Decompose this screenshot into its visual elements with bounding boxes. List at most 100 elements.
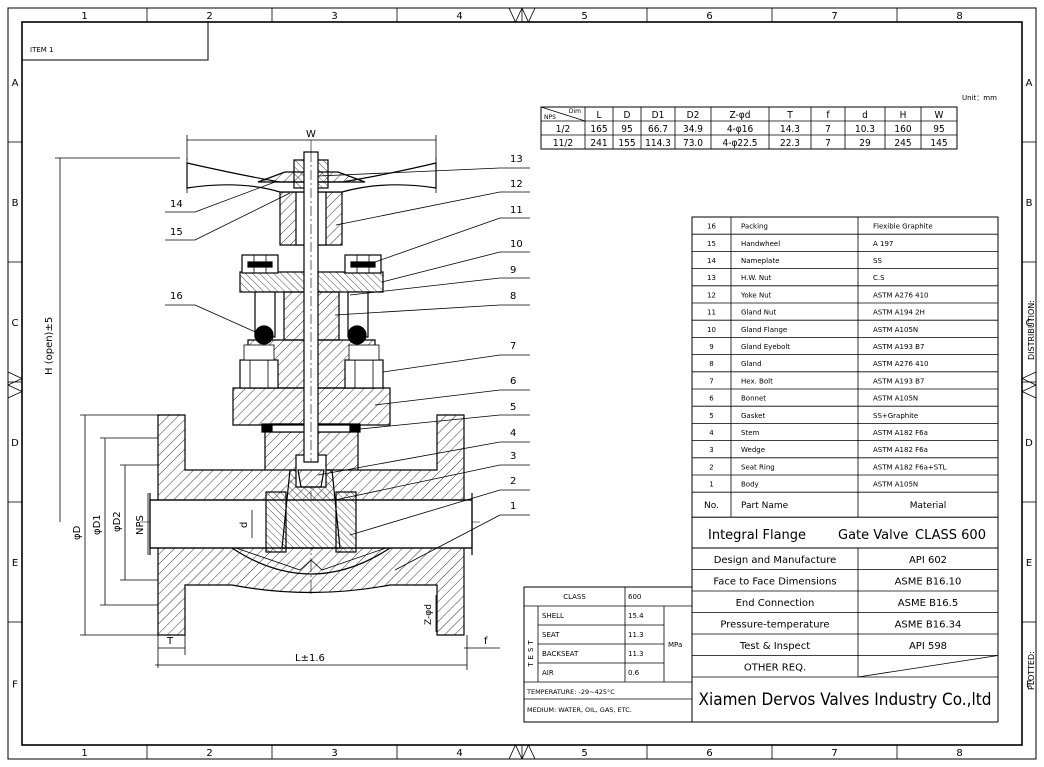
dim-cell: 165 — [590, 124, 607, 135]
part-no: 6 — [709, 395, 714, 403]
dim-d-bore-label: d — [239, 522, 250, 528]
dim-cell: 155 — [618, 138, 635, 149]
dim-cell: 14.3 — [780, 124, 800, 135]
valve-drawing — [140, 140, 480, 636]
grid-row-label: F — [12, 680, 18, 691]
standard-label: Test & Inspect — [739, 641, 810, 652]
part-material: SS — [873, 257, 882, 265]
dim-zd-label: Z-φd — [424, 604, 434, 625]
grid-col-label: 5 — [581, 11, 587, 22]
balloon-leaders — [165, 167, 530, 571]
grid-col-label: 7 — [831, 11, 837, 22]
part-material: ASTM A193 B7 — [873, 377, 924, 385]
grid-ticks — [8, 8, 1036, 759]
title-right: CLASS 600 — [915, 528, 986, 543]
dimension-labels: W H (open)±5 φD φD1 φD2 NPS d T L±1.6 f … — [44, 129, 488, 664]
standard-value: ASME B16.5 — [898, 598, 958, 609]
part-material: ASTM A194 2H — [873, 309, 925, 317]
balloon-1: 1 — [510, 501, 516, 512]
distribution-label: DISTRIBUTION: — [1027, 300, 1036, 360]
grid-col-label: 6 — [706, 748, 712, 759]
test-row-label: BACKSEAT — [542, 650, 579, 658]
test-class-label: CLASS — [563, 593, 586, 601]
dim-d-label: φD — [72, 525, 83, 540]
item-box: ITEM 1 — [22, 22, 209, 61]
standard-label: Design and Manufacture — [714, 555, 837, 566]
grid-row-label: E — [12, 558, 18, 569]
title-mid: Gate Valve — [838, 528, 908, 543]
part-no: 13 — [707, 274, 716, 282]
balloon-11: 11 — [510, 205, 523, 216]
grid-col-label: 4 — [456, 11, 462, 22]
standard-value: ASME B16.10 — [895, 576, 962, 587]
standard-label: Pressure-temperature — [720, 619, 829, 630]
part-material: SS+Graphite — [873, 412, 918, 420]
standard-label: End Connection — [736, 598, 815, 609]
grid-row-label: B — [12, 198, 19, 209]
balloon-12: 12 — [510, 179, 523, 190]
standard-value: API 598 — [909, 641, 947, 652]
part-name: Gland Eyebolt — [741, 343, 790, 351]
dim-h-label: H (open)±5 — [44, 317, 55, 375]
test-medium: MEDIUM: WATER, OIL, GAS, ETC. — [527, 706, 632, 714]
grid-col-label: 2 — [206, 748, 212, 759]
part-material: ASTM A105N — [873, 481, 918, 489]
dim-l-label: L±1.6 — [295, 653, 325, 664]
company-name: Xiamen Dervos Valves Industry Co.,ltd — [699, 690, 992, 710]
dim-nps-label: NPS — [135, 515, 146, 535]
test-row-value: 0.6 — [628, 669, 640, 677]
grid-row-label: B — [1026, 198, 1033, 209]
part-no: 16 — [707, 223, 716, 231]
test-row-value: 11.3 — [628, 631, 644, 639]
part-material: ASTM A182 F6a+STL — [873, 463, 947, 471]
part-no: 1 — [709, 481, 713, 489]
part-material: ASTM A182 F6a — [873, 429, 928, 437]
part-no: 9 — [709, 343, 713, 351]
grid-row-label: E — [1026, 558, 1032, 569]
part-name: Handwheel — [741, 240, 780, 248]
test-row-label: AIR — [542, 669, 554, 677]
part-material: C.S — [873, 274, 885, 282]
part-name: Gasket — [741, 412, 765, 420]
grid-row-label: A — [12, 78, 19, 89]
part-no: 3 — [709, 446, 713, 454]
part-name: Gland Flange — [741, 326, 787, 334]
dim-header: Z-φd — [730, 110, 751, 121]
part-material: A 197 — [873, 240, 893, 248]
dim-cell: 1/2 — [556, 124, 570, 135]
part-name: Nameplate — [741, 257, 779, 265]
test-class-value: 600 — [628, 593, 641, 601]
dim-cell: 29 — [859, 138, 871, 149]
grid-row-label: F — [1026, 680, 1032, 691]
test-temperature: TEMPERATURE: -29~425°C — [526, 688, 615, 696]
grid-row-label: C — [12, 318, 19, 329]
dim-corner-bottom: NPS — [544, 114, 556, 121]
dim-header: D1 — [652, 110, 665, 121]
grid-col-label: 7 — [831, 748, 837, 759]
balloon-3: 3 — [510, 451, 516, 462]
grid-col-label: 6 — [706, 11, 712, 22]
part-material: ASTM A105N — [873, 326, 918, 334]
dim-cell: 7 — [825, 138, 831, 149]
part-material: ASTM A276 410 — [873, 360, 929, 368]
part-no: 7 — [709, 377, 713, 385]
grid-col-label: 4 — [456, 748, 462, 759]
part-name: Bonnet — [741, 395, 766, 403]
part-no: 2 — [709, 463, 713, 471]
test-row-value: 11.3 — [628, 650, 644, 658]
balloon-10: 10 — [510, 239, 523, 250]
part-no: 8 — [709, 360, 713, 368]
part-material: ASTM A182 F6a — [873, 446, 928, 454]
balloon-4: 4 — [510, 428, 516, 439]
part-name: Gland Nut — [741, 309, 776, 317]
standard-value: ASME B16.34 — [895, 619, 962, 630]
dim-w-label: W — [306, 129, 316, 140]
part-name: Yoke Nut — [740, 291, 772, 299]
parts-header-material: Material — [910, 501, 947, 511]
dim-cell: 245 — [894, 138, 911, 149]
dim-header: T — [786, 110, 793, 121]
dim-cell: 66.7 — [648, 124, 668, 135]
balloon-2: 2 — [510, 476, 516, 487]
